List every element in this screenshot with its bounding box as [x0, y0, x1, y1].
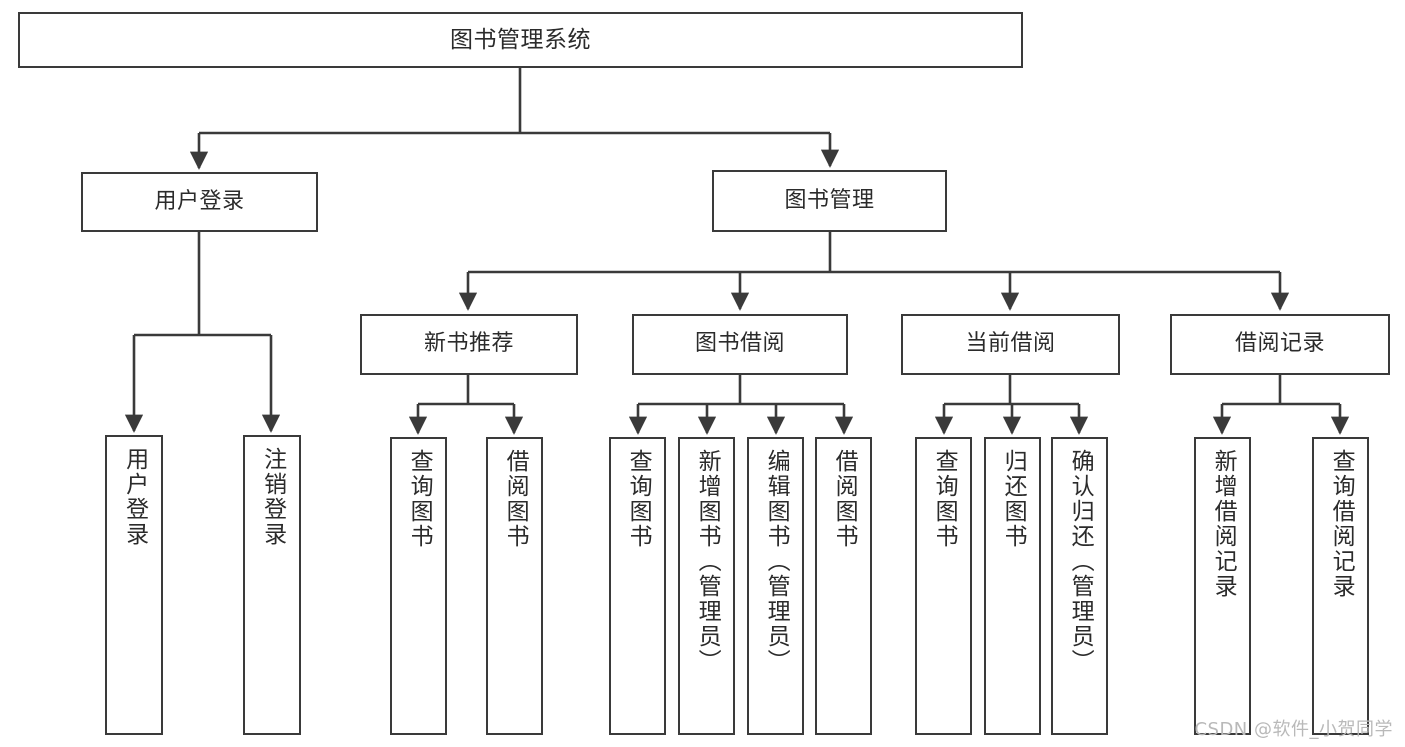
node-leaf-query-record[interactable]: 查询借阅记录: [1312, 437, 1369, 735]
node-leaf-edit-book[interactable]: 编辑图书（管理员）: [747, 437, 804, 735]
node-user-login[interactable]: 用户登录: [81, 172, 318, 232]
node-leaf-edit-book-label: 编辑图书（管理员）: [763, 449, 790, 674]
node-leaf-logout[interactable]: 注销登录: [243, 435, 301, 735]
node-leaf-add-record-label: 新增借阅记录: [1210, 449, 1237, 599]
node-book-borrow-label: 图书借阅: [694, 331, 785, 357]
node-leaf-return-book[interactable]: 归还图书: [984, 437, 1041, 735]
node-borrow-record[interactable]: 借阅记录: [1170, 314, 1390, 375]
node-leaf-query-book-2[interactable]: 查询图书: [609, 437, 666, 735]
node-leaf-add-record[interactable]: 新增借阅记录: [1194, 437, 1251, 735]
node-leaf-borrow-book-1[interactable]: 借阅图书: [486, 437, 543, 735]
node-leaf-query-record-label: 查询借阅记录: [1328, 449, 1355, 599]
node-leaf-borrow-book-2-label: 借阅图书: [831, 449, 858, 549]
node-leaf-query-book-1[interactable]: 查询图书: [390, 437, 447, 735]
node-book-manage[interactable]: 图书管理: [712, 170, 947, 232]
node-book-borrow[interactable]: 图书借阅: [632, 314, 848, 375]
node-leaf-borrow-book-2[interactable]: 借阅图书: [815, 437, 872, 735]
node-book-manage-label: 图书管理: [784, 187, 875, 213]
node-leaf-return-book-label: 归还图书: [1000, 449, 1027, 549]
node-leaf-borrow-book-1-label: 借阅图书: [502, 449, 529, 549]
node-leaf-confirm-return[interactable]: 确认归还（管理员）: [1051, 437, 1108, 735]
node-leaf-query-book-3-label: 查询图书: [931, 449, 958, 549]
node-current-borrow[interactable]: 当前借阅: [901, 314, 1120, 375]
node-leaf-user-login-label: 用户登录: [121, 447, 148, 547]
watermark: CSDN @软件_小贺同学: [1194, 719, 1393, 740]
node-borrow-record-label: 借阅记录: [1234, 331, 1325, 357]
node-leaf-add-book[interactable]: 新增图书（管理员）: [678, 437, 735, 735]
node-leaf-confirm-return-label: 确认归还（管理员）: [1067, 449, 1094, 674]
node-leaf-query-book-2-label: 查询图书: [625, 449, 652, 549]
node-user-login-label: 用户登录: [154, 188, 245, 214]
node-new-book-rec-label: 新书推荐: [423, 331, 514, 357]
node-new-book-rec[interactable]: 新书推荐: [360, 314, 578, 375]
node-leaf-logout-label: 注销登录: [259, 447, 286, 547]
node-leaf-query-book-3[interactable]: 查询图书: [915, 437, 972, 735]
node-leaf-query-book-1-label: 查询图书: [406, 449, 433, 549]
node-root-label: 图书管理系统: [450, 26, 591, 53]
node-leaf-add-book-label: 新增图书（管理员）: [694, 449, 721, 674]
node-leaf-user-login[interactable]: 用户登录: [105, 435, 163, 735]
node-current-borrow-label: 当前借阅: [965, 331, 1056, 357]
node-root[interactable]: 图书管理系统: [18, 12, 1023, 68]
